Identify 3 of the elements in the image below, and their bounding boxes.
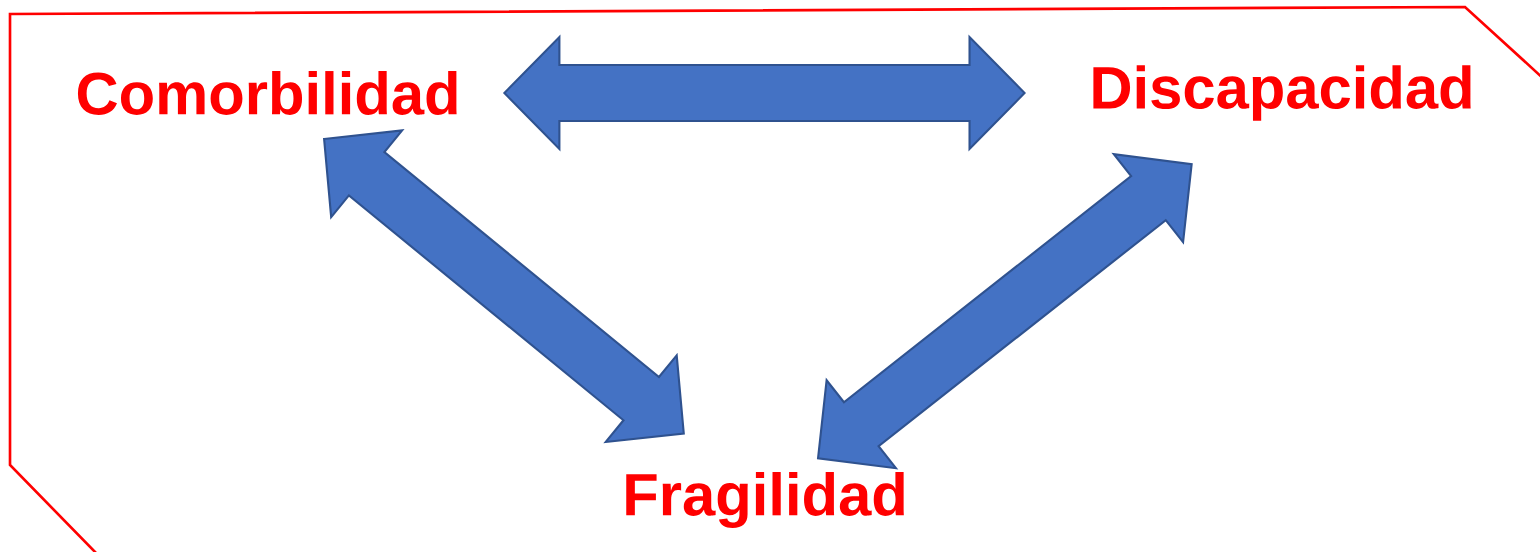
term-text: Comorbilidad [77,71,457,115]
term-text: Fragilidad [626,472,904,528]
term-text: Discapacidad [1093,65,1471,121]
